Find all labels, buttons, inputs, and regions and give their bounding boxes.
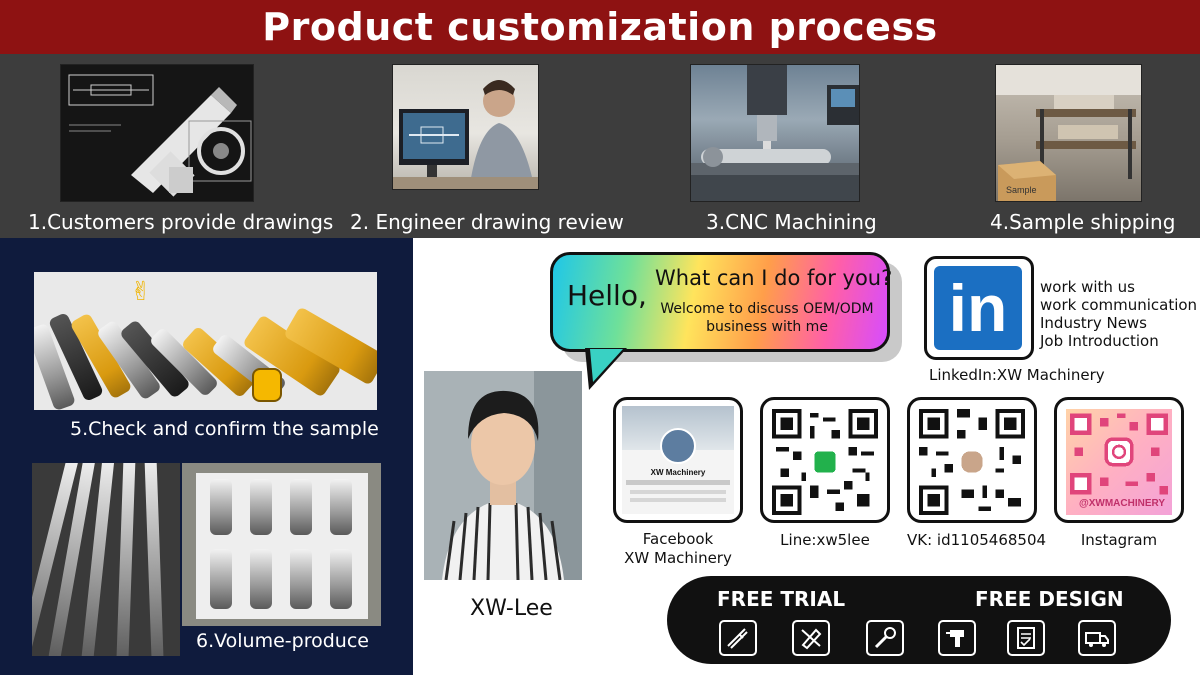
linkedin-topics: work with us work communication Industry… (1040, 278, 1197, 350)
process-steps: 1.Customers provide drawings 2. Engineer… (0, 54, 1200, 238)
step-3: 3.CNC Machining (690, 64, 877, 234)
bubble-hello: Hello, (567, 279, 647, 312)
ok-hand-icon: ✌ (130, 276, 152, 306)
line-card[interactable] (760, 397, 890, 523)
avatar (424, 371, 582, 580)
instagram-label[interactable]: Instagram (1080, 531, 1158, 549)
speech-bubble (550, 252, 890, 352)
step-1-caption: 1.Customers provide drawings (28, 210, 334, 234)
instagram-card[interactable]: @XWMACHINERY (1054, 397, 1184, 523)
linkedin-icon[interactable]: in (934, 266, 1022, 350)
checklist-icon (1007, 620, 1045, 656)
facebook-profile-name: XW Machinery (650, 468, 706, 477)
sample-check-photo: ✌ (34, 272, 377, 410)
caliper-icon (719, 620, 757, 656)
step-2-caption: 2. Engineer drawing review (350, 210, 624, 234)
volume-produce-label: 6.Volume-produce (196, 630, 369, 652)
vk-card[interactable] (907, 397, 1037, 523)
cnc-machining-photo (690, 64, 860, 202)
header-banner: Product customization process (0, 0, 1200, 54)
step-2: 2. Engineer drawing review (350, 64, 624, 234)
delivery-truck-icon (1078, 620, 1116, 656)
facebook-profile-preview: XW Machinery (622, 406, 734, 514)
linkedin-caption[interactable]: LinkedIn:XW Machinery (929, 366, 1105, 384)
step-4: Sample 4.Sample shipping (990, 64, 1175, 234)
production-panel: ✌ 5.Check and confirm the sample 6.Volum… (0, 238, 413, 675)
instagram-handle: @XWMACHINERY (1078, 498, 1166, 509)
free-trial-label: FREE TRIAL (717, 587, 846, 611)
drill-icon (938, 620, 976, 656)
bubble-tail-fill (590, 349, 623, 382)
design-pencil-icon (792, 620, 830, 656)
thumbs-up-icon (252, 368, 282, 402)
volume-rollers-photo (32, 463, 180, 656)
engineer-review-photo (392, 64, 539, 190)
line-label[interactable]: Line:xw5lee (780, 531, 870, 549)
linkedin-topic: work communication (1040, 296, 1198, 314)
step-3-caption: 3.CNC Machining (706, 210, 877, 234)
volume-parts-photo (182, 463, 381, 626)
technical-drawing-photo (60, 64, 254, 202)
page-title: Product customization process (262, 5, 938, 49)
sample-shipping-photo: Sample (995, 64, 1142, 202)
bubble-question: What can I do for you? (655, 266, 893, 290)
facebook-label[interactable]: Facebook XW Machinery (624, 530, 732, 567)
bubble-welcome: Welcome to discuss OEM/ODM business with… (660, 301, 874, 335)
person-name: XW-Lee (470, 596, 553, 621)
step-4-caption: 4.Sample shipping (990, 210, 1176, 234)
facebook-card[interactable]: XW Machinery (613, 397, 743, 523)
free-design-label: FREE DESIGN (975, 587, 1124, 611)
facebook-avatar (660, 428, 696, 464)
instagram-qr-code[interactable]: @XWMACHINERY (1066, 409, 1172, 515)
line-qr-code[interactable] (772, 409, 878, 515)
step-1: 1.Customers provide drawings (28, 64, 333, 234)
svg-text:Sample: Sample (1006, 185, 1037, 195)
vk-label[interactable]: VK: id1105468504 (907, 531, 1047, 549)
check-sample-label: 5.Check and confirm the sample (70, 418, 379, 440)
linkedin-topic: work with us (1040, 278, 1135, 296)
vk-qr-code[interactable] (919, 409, 1025, 515)
wrench-icon (866, 620, 904, 656)
linkedin-topic: Industry News (1040, 314, 1147, 332)
linkedin-topic: Job Introduction (1040, 332, 1159, 350)
